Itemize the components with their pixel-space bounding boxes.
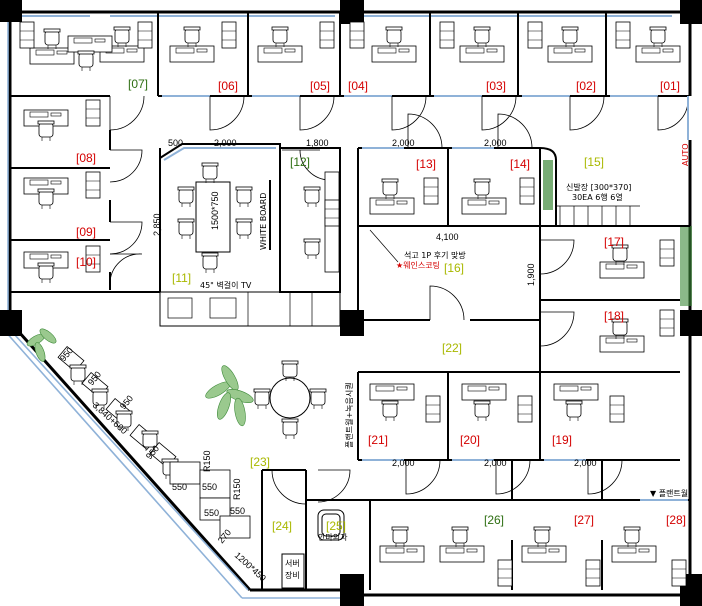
rooms-19-21-furniture <box>369 383 625 423</box>
shoebox-label-1: 신발장 [300*370] <box>566 182 631 192</box>
dim-r150-a: R150 <box>202 450 212 472</box>
room-12 <box>279 147 341 293</box>
room-label-03: [03] <box>486 79 506 93</box>
bottom-right-rooms <box>370 460 691 590</box>
dim-550-a: 550 <box>172 482 187 492</box>
dim-550-d: 550 <box>230 506 245 516</box>
room-label-26: [26] <box>484 513 504 527</box>
dim-2000-d: 2,000 <box>392 458 415 468</box>
auto-label: AUTO <box>681 143 690 166</box>
rooms-17-18-furniture <box>599 239 675 353</box>
dim-550-c: 550 <box>204 508 219 518</box>
room-label-19: [19] <box>552 433 572 447</box>
room-label-23: [23] <box>250 455 270 469</box>
massage-chair-label: 안마의자 <box>318 532 348 542</box>
dim-2000-a: 2,000 <box>214 138 237 148</box>
room-label-08: [08] <box>76 151 96 165</box>
dim-1800: 1,800 <box>306 138 329 148</box>
dim-2000-f: 2,000 <box>574 458 597 468</box>
rooms-24-25 <box>261 469 371 590</box>
lounge <box>26 328 327 539</box>
dim-1900: 1,900 <box>526 263 536 286</box>
top-furniture <box>19 21 681 72</box>
planter-label-b: ▼ 플랜트월 <box>650 488 688 498</box>
room-label-18: [18] <box>604 309 624 323</box>
dim-4100: 4,100 <box>436 232 459 242</box>
left-offices <box>10 130 161 293</box>
room-label-01: [01] <box>660 79 680 93</box>
rooms-13-14-furniture <box>369 177 535 215</box>
room-label-28: [28] <box>666 513 686 527</box>
dim-500: 500 <box>168 138 183 148</box>
room-label-06: [06] <box>218 79 238 93</box>
room-label-02: [02] <box>576 79 596 93</box>
room-label-13: [13] <box>416 157 436 171</box>
room-label-05: [05] <box>310 79 330 93</box>
dim-table: 1500*750 <box>210 191 220 230</box>
room-15 <box>539 96 692 306</box>
server-label-1: 서버 <box>285 558 300 568</box>
rooms-17-18 <box>540 225 690 373</box>
room-label-16: [16] <box>444 261 464 275</box>
outer-walls <box>8 10 692 597</box>
massage-chair <box>317 509 345 541</box>
room-label-10: [10] <box>76 255 96 269</box>
rooms-19-21 <box>357 371 680 461</box>
room-label-27: [27] <box>574 513 594 527</box>
shoebox-label-2: 30EA 6행 6열 <box>572 192 623 202</box>
room-label-20: [20] <box>460 433 480 447</box>
room-label-25: [25] <box>326 519 346 533</box>
storage-label-1: 석고 1P 후기 맞방 <box>404 250 466 260</box>
rooms-13-14-doors <box>407 113 533 149</box>
room-label-11: [11] <box>172 271 191 285</box>
server-label-2: 장비 <box>285 570 300 580</box>
curtain-wall <box>3 8 352 599</box>
bottom-right-furniture <box>379 526 687 587</box>
dim-2000-e: 2,000 <box>484 458 507 468</box>
room-label-14: [14] <box>510 157 530 171</box>
room-label-21: [21] <box>368 433 388 447</box>
planter-label-a: 플랜트월+녹음시퀀 <box>344 382 354 448</box>
meeting-room-11 <box>159 143 341 327</box>
rooms-17-18-doors <box>539 239 575 347</box>
room-label-15: [15] <box>584 155 604 169</box>
room-label-22: [22] <box>442 341 462 355</box>
dim-550-b: 550 <box>202 482 217 492</box>
tv-label: 45" 벽걸이 TV <box>200 280 252 290</box>
whiteboard-label: WHITE BOARD <box>259 193 268 250</box>
room-label-09: [09] <box>76 225 96 239</box>
dim-2000-c: 2,000 <box>484 138 507 148</box>
room-label-12: [12] <box>290 155 310 169</box>
room-labels: [01] [02] [03] [04] [05] [06] [07] [08] … <box>76 77 686 533</box>
rooms-13-14 <box>357 147 541 227</box>
room-label-04: [04] <box>348 79 368 93</box>
dim-r150-b: R150 <box>232 478 242 500</box>
rooms-19-21-doors <box>405 459 623 495</box>
dim-2850: 2,850 <box>152 213 162 236</box>
annotations: WHITE BOARD 45" 벽걸이 TV 신발장 [300*370] 30E… <box>200 143 690 580</box>
room-label-07: [07] <box>128 77 148 91</box>
dim-2000-b: 2,000 <box>392 138 415 148</box>
room-label-17: [17] <box>604 235 624 249</box>
top-office-doors <box>109 95 689 131</box>
top-offices <box>10 12 690 97</box>
storage-label-2: ★웨인스코팅 <box>396 260 440 270</box>
room-label-24: [24] <box>272 519 292 533</box>
left-office-doors <box>109 149 143 285</box>
